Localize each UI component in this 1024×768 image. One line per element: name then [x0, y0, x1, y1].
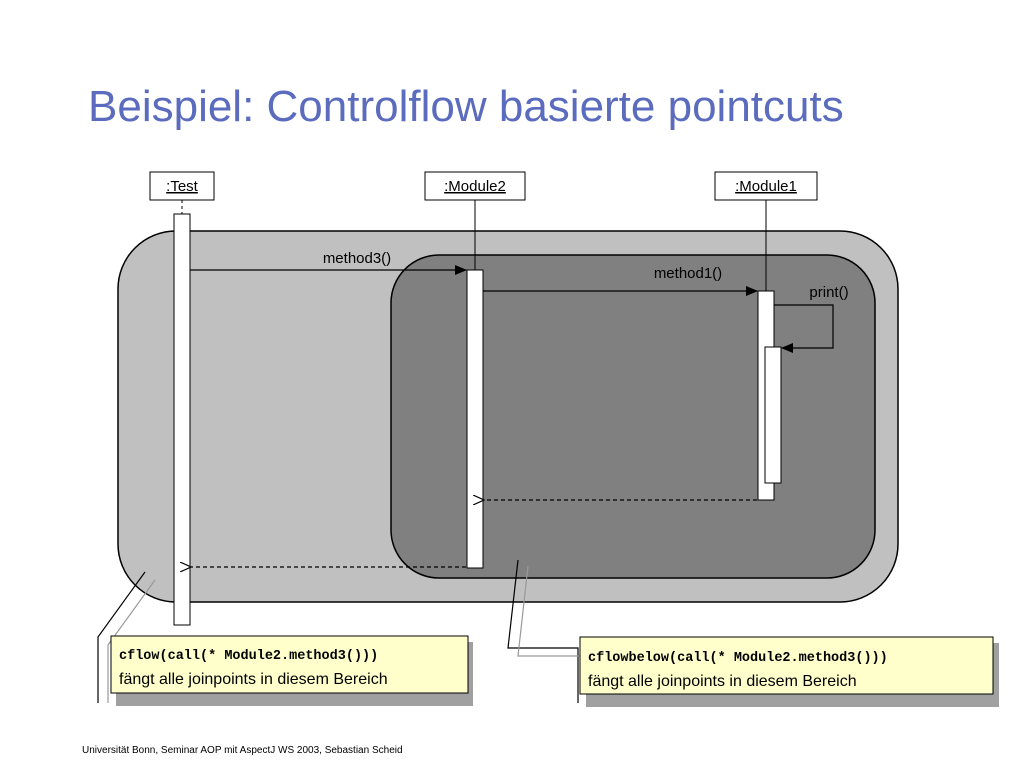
cflowbelow-region — [390, 254, 876, 579]
lifeline-test-label: :Test — [166, 178, 199, 195]
slide-footer: Universität Bonn, Seminar AOP mit Aspect… — [82, 745, 403, 756]
cflow-callout-lines — [97, 571, 156, 703]
slide-title: Beispiel: Controlflow basierte pointcuts — [88, 82, 844, 131]
cflowbelow-note-text: fängt alle joinpoints in diesem Bereich — [588, 673, 857, 690]
message-method1-label: method1() — [654, 265, 722, 282]
lifeline-module2: :Module2 — [424, 171, 526, 201]
activation-module2 — [466, 269, 484, 569]
message-print-label: print() — [809, 284, 848, 301]
cflow-note: cflow(call(* Module2.method3())) fängt a… — [110, 635, 473, 706]
lifeline-test: :Test — [149, 171, 215, 201]
activation-module1-print — [764, 346, 782, 484]
activation-test — [173, 213, 191, 626]
cflow-note-text: fängt alle joinpoints in diesem Bereich — [119, 671, 388, 688]
sequence-diagram: :Test :Module2 :Module1 method3() method… — [97, 171, 999, 707]
message-method3-label: method3() — [323, 250, 391, 267]
cflow-note-code: cflow(call(* Module2.method3())) — [119, 649, 378, 664]
lifeline-module2-label: :Module2 — [444, 178, 506, 195]
cflowbelow-note-code: cflowbelow(call(* Module2.method3())) — [588, 651, 888, 666]
lifeline-module1-label: :Module1 — [735, 178, 797, 195]
cflowbelow-note: cflowbelow(call(* Module2.method3())) fä… — [579, 636, 999, 707]
message-print-arrow — [774, 304, 834, 353]
lifeline-module1: :Module1 — [714, 171, 818, 201]
